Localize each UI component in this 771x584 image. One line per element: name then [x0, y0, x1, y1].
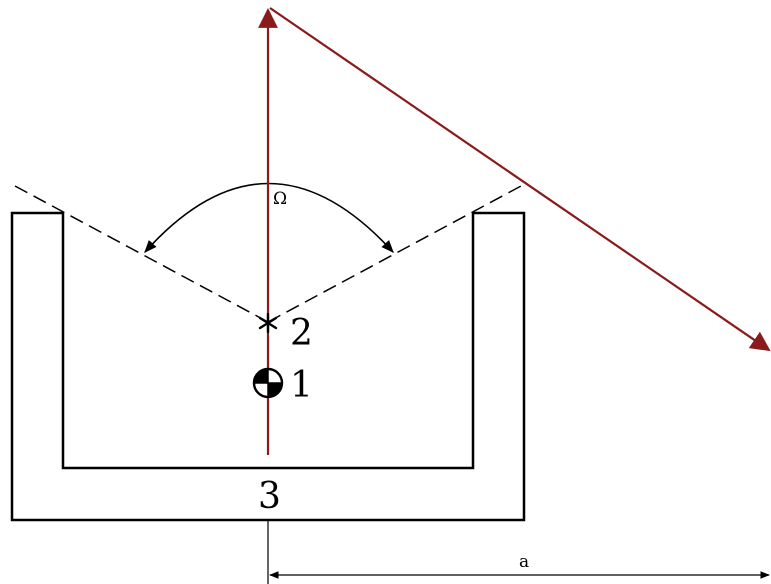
diagonal-ray-line [269, 7, 771, 352]
point-label: 2 [290, 313, 313, 354]
point-asterisk-icon [258, 312, 278, 334]
cone-left-dashed-line [14, 185, 269, 323]
container-label: 3 [258, 476, 281, 517]
container-outline [10, 211, 526, 522]
solid-angle-label: Ω [273, 189, 287, 209]
source-label: 1 [290, 365, 313, 406]
source-symbol-icon [252, 367, 284, 399]
cone-right-dashed-line [267, 185, 522, 323]
distance-label: a [519, 552, 529, 572]
